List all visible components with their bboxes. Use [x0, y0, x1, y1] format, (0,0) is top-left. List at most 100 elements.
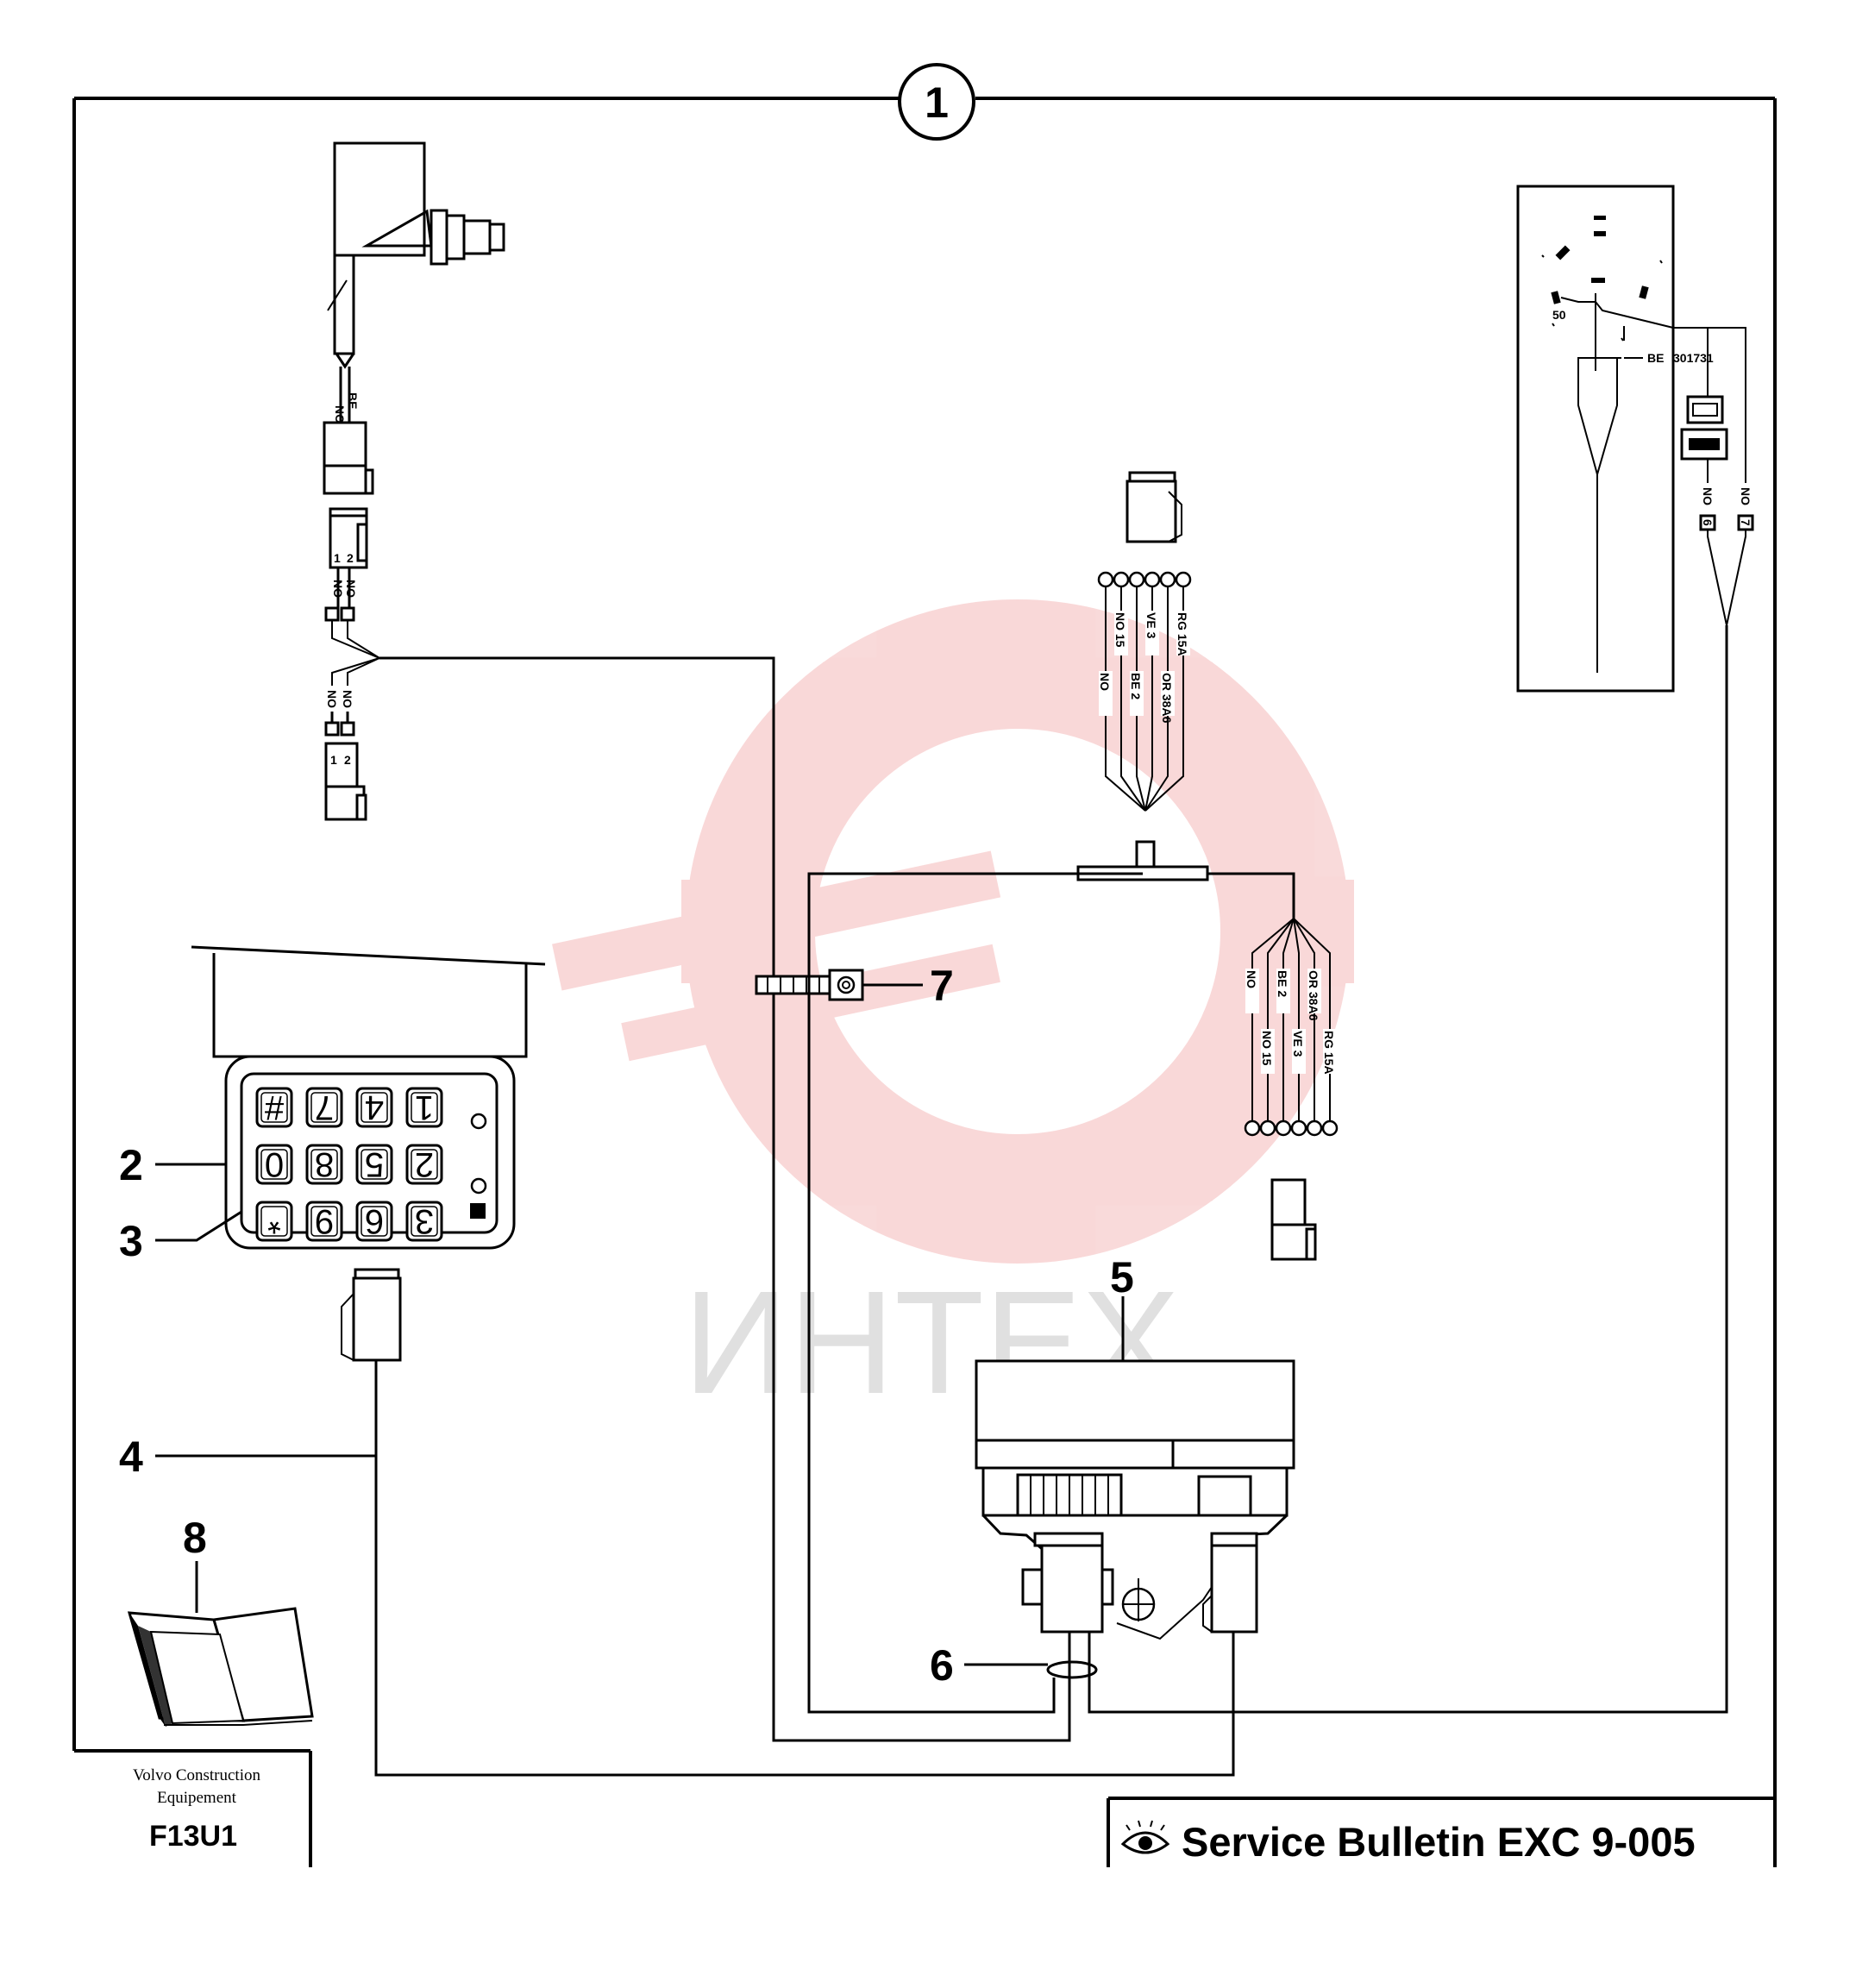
- harness-wire: NO: [1244, 918, 1295, 1137]
- company-line-2: Equipement: [157, 1789, 237, 1807]
- lower-harness-plug: [1270, 1178, 1317, 1261]
- harness-wire-label: NO: [1245, 970, 1258, 988]
- bottom-connector: NO NO 1 2: [324, 690, 367, 821]
- harness-wire: VE 3: [1144, 571, 1161, 812]
- svg-text:2: 2: [347, 551, 354, 565]
- svg-text:1: 1: [330, 753, 337, 767]
- harness-wire-label: OR 38A6: [1160, 673, 1174, 724]
- harness-wire: NO: [1097, 571, 1146, 812]
- eye-icon: [1120, 1820, 1170, 1854]
- harness-wire-label: RG 15A: [1322, 1031, 1336, 1075]
- svg-text:NO: NO: [331, 580, 345, 598]
- svg-text:7: 7: [1739, 519, 1753, 526]
- callout-6: 6: [930, 1641, 954, 1690]
- svg-text:BE: BE: [1647, 351, 1664, 365]
- callout-2: 2: [119, 1141, 143, 1189]
- keypad-key[interactable]: 9: [305, 1201, 343, 1242]
- keypad-key[interactable]: 0: [255, 1144, 293, 1185]
- harness-wire-label: VE 3: [1144, 612, 1158, 639]
- watermark-logo: [552, 599, 1354, 1264]
- outer-frame: [72, 97, 1777, 1798]
- bulletin-title: Service Bulletin EXC 9-005: [1182, 1819, 1696, 1865]
- keypad-key-label: 5: [365, 1145, 384, 1183]
- harness-wire: RG 15A: [1293, 918, 1339, 1137]
- svg-text:NO: NO: [341, 690, 354, 708]
- svg-text:1: 1: [334, 551, 341, 565]
- gauge-wiring: NO NO 6 7: [1088, 327, 1754, 1714]
- proximity-sensor: [327, 141, 505, 423]
- callout-5: 5: [1110, 1253, 1134, 1301]
- harness-wire: OR 38A6: [1144, 571, 1176, 812]
- svg-text:NO: NO: [344, 580, 358, 598]
- clamp: [755, 969, 864, 1001]
- footer-bulletin-box: Service Bulletin EXC 9-005: [1107, 1797, 1777, 1867]
- keypad-plug: [341, 1268, 1235, 1777]
- control-unit: [975, 1359, 1295, 1679]
- keypad-key[interactable]: 6: [355, 1201, 393, 1242]
- harness-wire-label: NO: [1098, 673, 1112, 691]
- callout-1: 1: [925, 78, 949, 127]
- callout-labels: 2 3 4 5 6 7 8: [119, 962, 1134, 1690]
- svg-text:2: 2: [344, 753, 351, 767]
- harness-wire: BE 2: [1128, 571, 1146, 812]
- callout-7: 7: [930, 962, 954, 1010]
- keypad-key-label: 4: [365, 1088, 384, 1126]
- keypad-key[interactable]: 1: [405, 1087, 443, 1128]
- keypad-key-label: 6: [365, 1202, 384, 1240]
- harness-wire: NO 15: [1259, 918, 1295, 1137]
- main-callout: 1: [898, 63, 975, 141]
- sensor-plug: [323, 421, 374, 495]
- keypad-key[interactable]: 4: [355, 1087, 393, 1128]
- harness-wire-label: RG 15A: [1176, 612, 1189, 656]
- callout-3: 3: [119, 1217, 143, 1265]
- svg-text:NO: NO: [325, 690, 339, 708]
- keypad-key-label: 3: [415, 1202, 434, 1240]
- keypad-key[interactable]: 3: [405, 1201, 443, 1242]
- callout-leaders: [155, 983, 1125, 1666]
- keypad-key[interactable]: 2: [405, 1144, 443, 1185]
- harness-wire: BE 2: [1275, 918, 1295, 1137]
- svg-text:NO: NO: [1701, 487, 1715, 505]
- keypad-key[interactable]: 8: [305, 1144, 343, 1185]
- harness-wire: OR 38A6: [1293, 918, 1323, 1137]
- top-connector: 1 2 NO NO: [324, 507, 368, 622]
- svg-text:NO: NO: [333, 405, 347, 423]
- svg-text:NO: NO: [1739, 487, 1753, 505]
- keypad-key-label: 8: [315, 1145, 334, 1183]
- harness-wire-label: BE 2: [1276, 970, 1289, 997]
- callout-4: 4: [119, 1433, 143, 1481]
- sensor-wire-labels: NO BE: [333, 392, 360, 423]
- harness-wire-label: BE 2: [1129, 673, 1143, 699]
- harness-wire: NO 15: [1113, 571, 1146, 812]
- callout-8: 8: [183, 1514, 207, 1562]
- keypad-key[interactable]: *: [255, 1201, 293, 1242]
- upper-harness-plug: [1126, 471, 1182, 543]
- upper-harness: NO NO 15 BE 2 VE 3 OR 38A6 RG 15A: [807, 571, 1295, 1714]
- harness-wire-label: OR 38A6: [1307, 970, 1320, 1021]
- keypad-key-label: 1: [415, 1088, 434, 1126]
- harness-wire-label: NO 15: [1260, 1031, 1274, 1066]
- harness-wire-label: NO 15: [1113, 612, 1127, 648]
- keypad-key-label: 2: [415, 1145, 434, 1183]
- company-line-1: Volvo Construction: [133, 1766, 260, 1784]
- keypad-key-label: 0: [265, 1145, 284, 1183]
- sensor-branch-wires: [331, 620, 1071, 1742]
- harness-wire-label: VE 3: [1291, 1031, 1305, 1057]
- keypad-key[interactable]: 7: [305, 1087, 343, 1128]
- gauge-panel: 50 BE 301731: [1516, 185, 1714, 693]
- manual-book-icon: [127, 1607, 314, 1727]
- svg-text:301731: 301731: [1673, 351, 1714, 365]
- svg-text:6: 6: [1701, 519, 1715, 526]
- keypad-key-label: 7: [315, 1088, 334, 1126]
- drawing-code: F13U1: [149, 1820, 237, 1853]
- footer-company-box: Volvo Construction Equipement F13U1: [74, 1749, 312, 1867]
- keypad-key-label: #: [264, 1088, 284, 1126]
- keypad-key[interactable]: #: [255, 1087, 293, 1128]
- harness-wire: VE 3: [1290, 918, 1307, 1137]
- harness-wire: RG 15A: [1144, 571, 1192, 812]
- gauge-value: 50: [1552, 308, 1566, 322]
- keypad-key[interactable]: 5: [355, 1144, 393, 1185]
